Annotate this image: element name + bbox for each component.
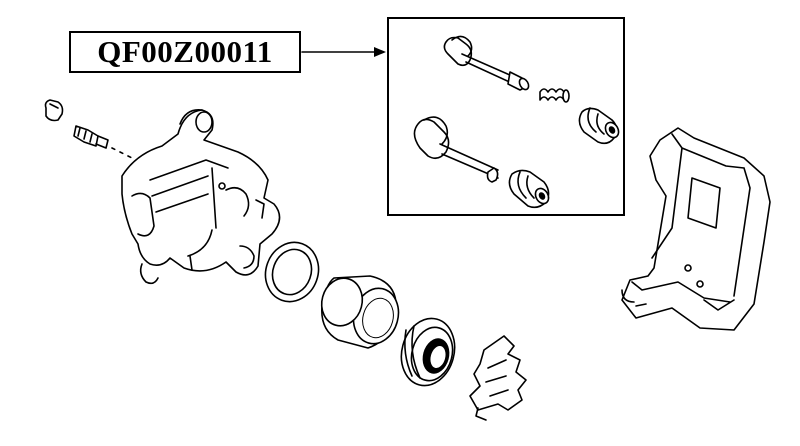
piston-dust-boot xyxy=(400,317,456,387)
piston-seal-ring xyxy=(264,241,320,303)
repair-kit-box xyxy=(387,17,625,216)
caliper-piston xyxy=(320,275,400,349)
guide-pin-upper xyxy=(443,35,530,91)
rubber-boot-upper xyxy=(578,107,620,145)
bleeder-screw xyxy=(73,125,133,159)
caliper-mounting-bracket xyxy=(621,127,771,331)
rubber-boot-lower xyxy=(508,169,550,209)
bleeder-cap xyxy=(44,99,64,122)
part-number-label[interactable]: QF00Z00011 xyxy=(69,31,301,73)
part-number-text: QF00Z00011 xyxy=(97,34,273,69)
anti-rattle-clip xyxy=(469,335,527,421)
guide-pin-lower xyxy=(413,116,499,183)
callout-arrow xyxy=(301,47,386,57)
caliper-body xyxy=(121,108,281,285)
small-spring-part xyxy=(539,88,570,103)
